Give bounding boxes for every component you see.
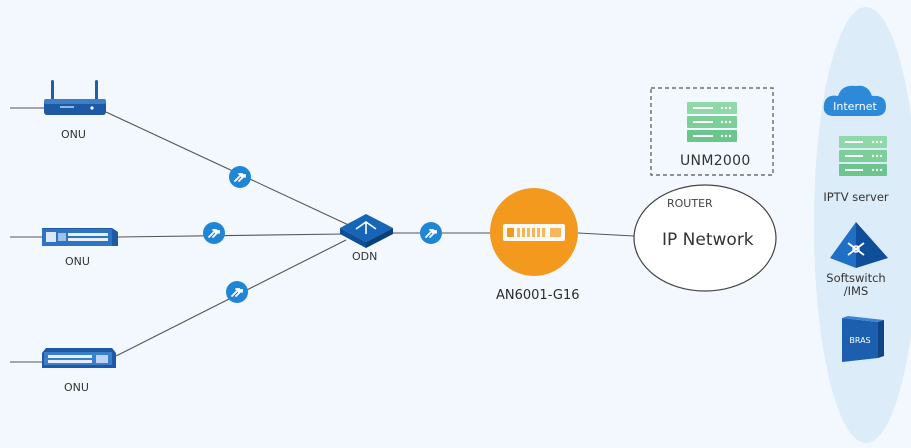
services-panel (814, 7, 911, 443)
softswitch-label: Softswitch /IMS (826, 271, 886, 298)
onu-rack-icon (42, 228, 118, 246)
softswitch-icon (830, 222, 888, 268)
router-label: ROUTER (667, 197, 713, 210)
odn-splitter-icon (340, 214, 393, 248)
bras-label: BRAS (849, 336, 870, 345)
unm-server-icon (687, 102, 737, 142)
onu-label-top: ONU (61, 128, 86, 141)
iptv-label: IPTV server (823, 190, 889, 204)
bras-icon: BRAS (842, 316, 884, 362)
onu-router-icon (44, 80, 106, 115)
onu-switch-icon (42, 348, 116, 368)
ip-network-label: IP Network (662, 230, 754, 250)
odn-label: ODN (352, 250, 378, 263)
signal-badge-3 (226, 281, 248, 303)
olt-device-icon (490, 188, 578, 276)
iptv-server-icon (839, 136, 887, 176)
unm-label: UNM2000 (680, 153, 751, 169)
onu-label-bottom: ONU (64, 381, 89, 394)
signal-badge-1 (229, 166, 251, 188)
olt-label: AN6001-G16 (496, 288, 580, 303)
internet-label: Internet (833, 100, 877, 113)
unm-dashed-box (650, 87, 774, 176)
ip-network-ellipse (633, 184, 777, 292)
signal-badge-2 (203, 222, 225, 244)
onu-label-middle: ONU (65, 255, 90, 268)
internet-cloud-icon: Internet (823, 85, 886, 116)
signal-badge-4 (420, 222, 442, 244)
